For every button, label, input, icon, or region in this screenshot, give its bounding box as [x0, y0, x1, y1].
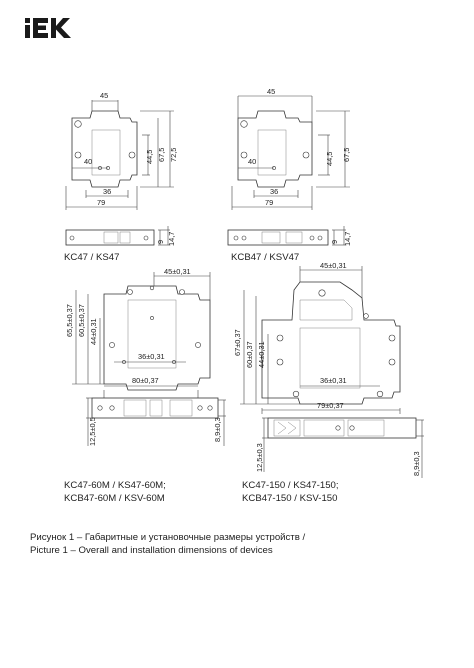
- caption-ru: Рисунок 1 – Габаритные и установочные ра…: [30, 532, 306, 543]
- d-t-8: 8,9±0,3: [412, 451, 421, 476]
- drawing-c-top: 12,5±0,5 8,9±0,3: [86, 397, 226, 446]
- b-h-44: 44,5: [325, 152, 334, 166]
- model-label-c1: KC47-60M / KS47-60M;: [64, 480, 166, 491]
- model-label-a: KC47 / KS47: [64, 252, 120, 263]
- d-width-45: 45±0,31: [320, 261, 347, 270]
- caption-en: Picture 1 – Overall and installation dim…: [30, 545, 273, 556]
- b-width-45: 45: [267, 87, 275, 96]
- a-h-72: 72,5: [169, 148, 178, 162]
- drawing-d-top: 12,5±0,3 8,9±0,3: [255, 417, 424, 478]
- b-dim-36: 36: [270, 187, 278, 196]
- d-h-60: 60±0,37: [245, 341, 254, 368]
- a-width-79: 79: [97, 198, 105, 207]
- a-h-67: 67,5: [157, 148, 166, 162]
- c-h-60: 60,5±0,37: [77, 304, 86, 337]
- b-t-14: 14,7: [343, 232, 352, 246]
- a-t-9: 9: [156, 240, 165, 244]
- a-dim-40: 40: [84, 157, 92, 166]
- drawing-c-front: 45±0,31 36±0,31 80±0,37 65,5±0,37 60,5±0…: [65, 267, 211, 398]
- model-label-d2: KCB47-150 / KSV-150: [242, 493, 338, 504]
- a-t-14: 14,7: [167, 232, 176, 246]
- b-h-67: 67,5: [342, 148, 351, 162]
- d-h-44: 44±0,31: [257, 341, 266, 368]
- c-width-45: 45±0,31: [164, 267, 191, 276]
- b-dim-40: 40: [248, 157, 256, 166]
- drawing-b-top: 9 14,7: [227, 226, 352, 246]
- c-h-44: 44±0,31: [89, 318, 98, 345]
- d-width-79: 79±0,37: [317, 401, 344, 410]
- figure-caption: Рисунок 1 – Габаритные и установочные ра…: [30, 531, 305, 557]
- d-t-12: 12,5±0,3: [255, 443, 264, 472]
- c-t-12: 12,5±0,5: [88, 417, 97, 446]
- drawing-a-front: 45 40 36 79 44,5 67,5 72,5: [65, 91, 178, 210]
- a-h-44: 44,5: [145, 150, 154, 164]
- c-width-80: 80±0,37: [132, 376, 159, 385]
- model-label-d1: KC47-150 / KS47-150;: [242, 480, 339, 491]
- d-dim-36: 36±0,31: [320, 376, 347, 385]
- a-width-45: 45: [100, 91, 108, 100]
- drawing-d-front: 45±0,31 36±0,31 79±0,37 67±0,37 60±0,37 …: [233, 261, 401, 414]
- c-dim-36: 36±0,31: [138, 352, 165, 361]
- iek-logo: [24, 16, 80, 40]
- c-t-8: 8,9±0,3: [213, 417, 222, 442]
- model-label-b: KCB47 / KSV47: [231, 252, 300, 263]
- c-h-65: 65,5±0,37: [65, 304, 74, 337]
- b-t-9: 9: [330, 240, 339, 244]
- drawing-b-front: 45 40 36 79 44,5 67,5: [231, 87, 351, 210]
- drawing-a-top: 9 14,7: [65, 226, 176, 246]
- a-dim-36: 36: [103, 187, 111, 196]
- model-label-c2: KCB47-60M / KSV-60M: [64, 493, 165, 504]
- b-width-79: 79: [265, 198, 273, 207]
- d-h-67: 67±0,37: [233, 329, 242, 356]
